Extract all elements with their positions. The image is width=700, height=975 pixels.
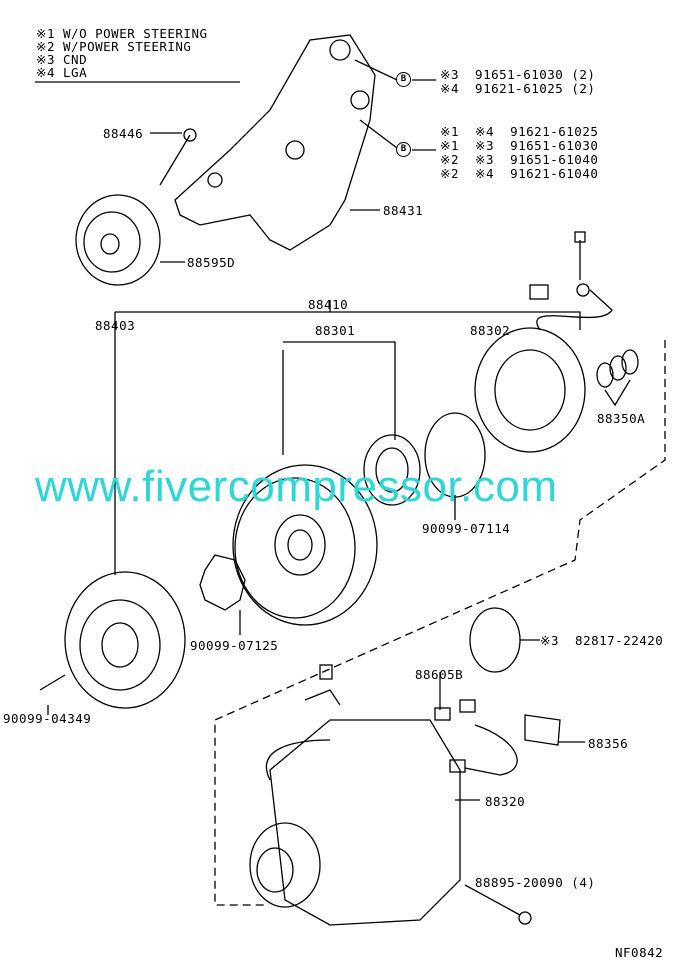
bolt-callout: ※2 ※4 91621-61040 [440,166,599,181]
legend-item-2: ※2 W/POWER STEERING [36,40,191,53]
part-88431: 88431 [383,203,424,218]
watermark: www.fivercompressor.com [35,462,558,511]
part-88356: 88356 [588,736,629,751]
bolt-symbol-upper: B [396,72,411,87]
part-88350A: 88350A [597,411,646,426]
pressure-plate [64,571,186,709]
bearing [363,434,421,506]
figure-id: NF0842 [615,945,664,960]
part-88302: 88302 [470,323,511,338]
legend-mark: ※1 [36,26,55,41]
idler-pulley [75,194,161,286]
legend-item-4: ※4 LGA [36,66,87,79]
legend-item-1: ※1 W/O POWER STEERING [36,27,208,40]
compressor-body [269,719,461,926]
field-coil [474,327,586,453]
part-88895-20090: 88895-20090 (4) [475,875,596,890]
bolt-callout: ※2 ※3 91651-61040 [440,152,599,167]
part-82817-22420: ※3 82817-22420 [540,633,664,648]
bolt-callout: ※1 ※4 91621-61025 [440,124,599,139]
part-90099-04349: 90099-04349 [3,711,92,726]
part-88446: 88446 [103,126,144,141]
part-88595D: 88595D [187,255,236,270]
mounting-bracket [174,34,376,251]
part-88410: 88410 [308,297,349,312]
part-88403: 88403 [95,318,136,333]
legend-mark: ※2 [36,39,55,54]
legend-text: W/POWER STEERING [63,39,192,54]
clutch-pulley [232,464,378,626]
part-88301: 88301 [315,323,356,338]
legend-item-3: ※3 CND [36,53,87,66]
part-90099-07125: 90099-07125 [190,638,279,653]
thermistor [469,607,521,673]
legend-mark: ※3 [36,52,55,67]
legend-text: CND [63,52,88,67]
bolt-callout: ※3 91651-61030 (2) [440,67,596,82]
legend-text: LGA [63,65,88,80]
bolt-symbol-lower: B [396,142,411,157]
legend-mark: ※4 [36,65,55,80]
part-90099-07114: 90099-07114 [422,521,511,536]
legend-text: W/O POWER STEERING [63,26,208,41]
part-88320: 88320 [485,794,526,809]
bolt-callout: ※1 ※3 91651-61030 [440,138,599,153]
bolt-callout: ※4 91621-61025 (2) [440,81,596,96]
part-88605B: 88605B [415,667,464,682]
